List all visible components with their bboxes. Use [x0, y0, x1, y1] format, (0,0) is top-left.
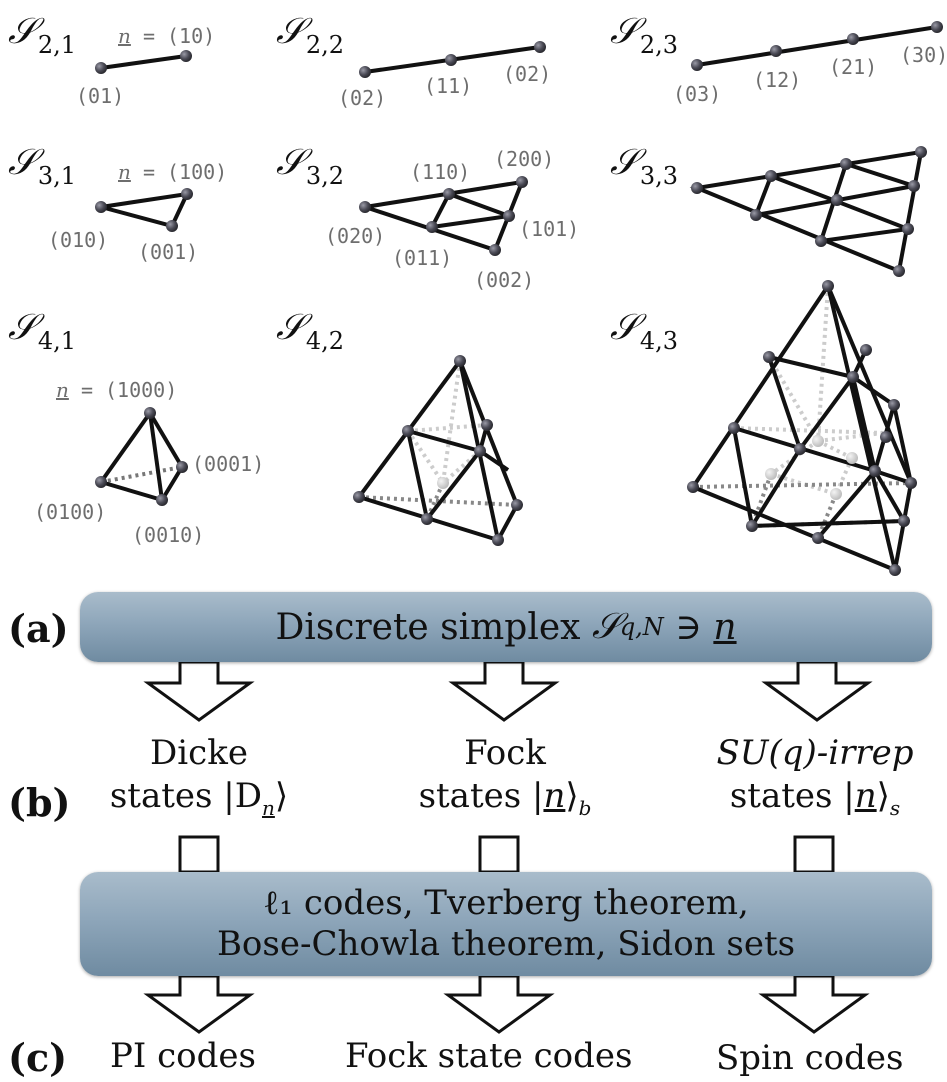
simplex-label-4-2: 𝒮4,2: [276, 307, 345, 355]
simplex-4-2: [357, 359, 519, 542]
panel-label-a: (a): [8, 606, 69, 651]
dicke-states: Dicke states |Dn⟩: [109, 733, 289, 820]
simplex-label-3-1: 𝒮3,1: [8, 142, 77, 190]
arrows-b-to-box: [178, 835, 835, 874]
spin-codes: Spin codes: [716, 1038, 904, 1078]
coord-s32-4: (011): [392, 246, 453, 270]
simplex-3-1: [100, 191, 191, 229]
coord-s23-1: (12): [753, 68, 802, 92]
coord-s23-2: (21): [829, 55, 878, 79]
simplex-label-2-2: 𝒮2,2: [276, 11, 345, 59]
simplex-label-3-3: 𝒮3,3: [610, 142, 679, 190]
coord-s21-top: n = (10): [118, 24, 216, 48]
coord-s41-bottom: (0010): [132, 523, 205, 547]
coord-s32-2: (020): [325, 224, 386, 248]
panel-label-c: (c): [8, 1035, 68, 1080]
coord-s41-left: (0100): [34, 500, 107, 524]
simplex-label-4-1: 𝒮4,1: [8, 307, 77, 355]
simplex-label-2-3: 𝒮2,3: [610, 11, 679, 59]
simplex-2-1: [100, 54, 187, 70]
coord-s23-3: (30): [900, 43, 947, 67]
coord-s21-bottom: (01): [76, 84, 125, 108]
theorems-box: ℓ₁ codes, Tverberg theorem, Bose-Chowla …: [80, 872, 932, 976]
fock-states: Fock states |n⟩b: [418, 733, 592, 820]
coord-s32-1: (200): [494, 147, 555, 171]
coord-s22-2: (02): [503, 62, 552, 86]
coord-s31-top: n = (100): [118, 160, 228, 184]
simplex-label-3-2: 𝒮3,2: [276, 142, 345, 190]
coord-s32-3: (101): [519, 217, 580, 241]
pi-codes: PI codes: [110, 1036, 256, 1076]
simplex-label-4-3: 𝒮4,3: [610, 307, 679, 355]
arrows-box-to-c: [143, 974, 870, 1034]
box-b-line1: ℓ₁ codes, Tverberg theorem,: [263, 882, 749, 923]
coord-s22-0: (02): [338, 86, 387, 110]
simplex-4-3: [691, 284, 913, 572]
su-q-irrep-states: SU(q)-irrep states |n⟩s: [716, 733, 914, 820]
box-b-line2: Bose-Chowla theorem, Sidon sets: [216, 924, 796, 964]
fock-state-codes: Fock state codes: [345, 1036, 633, 1076]
coord-s23-0: (03): [673, 82, 722, 106]
coord-s41-right: (0001): [192, 452, 265, 476]
coord-s31-right: (001): [138, 240, 199, 264]
simplex-3-3: [689, 149, 924, 274]
arrows-a-to-b: [143, 660, 873, 722]
panel-label-b: (b): [8, 780, 71, 825]
simplex-label-2-1: 𝒮2,1: [8, 11, 77, 59]
coord-s22-1: (11): [424, 74, 473, 98]
coord-s41-top: n = (1000): [56, 378, 178, 402]
coord-s31-left: (010): [48, 228, 109, 252]
coord-s32-5: (002): [474, 268, 535, 292]
simplex-2-3: [696, 25, 938, 67]
simplex-4-1: [99, 411, 184, 502]
coord-s32-0: (110): [410, 160, 471, 184]
box-a-text: Discrete simplex: [275, 606, 581, 648]
